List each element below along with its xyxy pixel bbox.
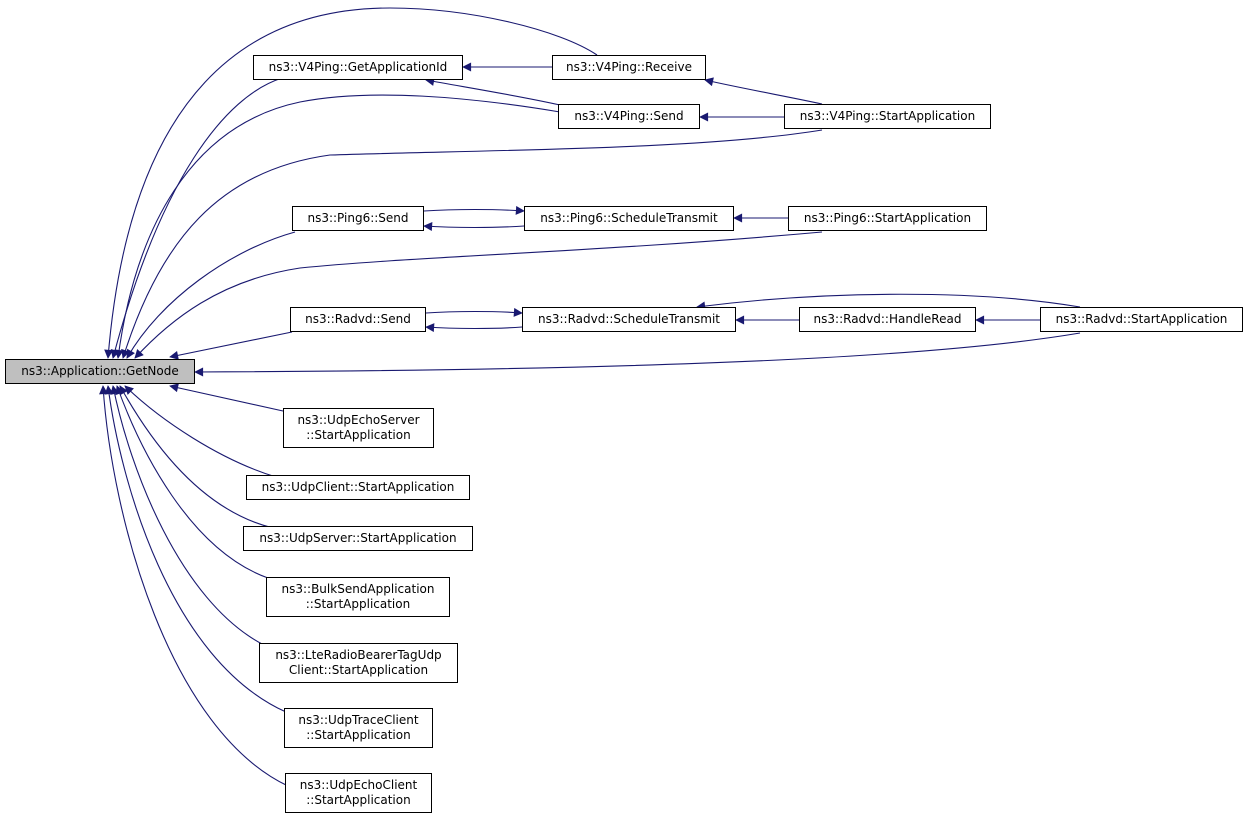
node-label-line-1: ns3::LteRadioBearerTagUdp bbox=[275, 648, 442, 662]
node-label-line-1: ns3::UdpEchoServer bbox=[297, 413, 420, 427]
node-v4ping-startapplication[interactable]: ns3::V4Ping::StartApplication bbox=[784, 104, 991, 129]
edge-radvd-start-to-getnode bbox=[194, 332, 1081, 377]
edge-ping6-sched-to-ping6-send bbox=[423, 222, 525, 232]
node-label: ns3::Ping6::ScheduleTransmit bbox=[540, 211, 718, 225]
node-label: ns3::Application::GetNode bbox=[21, 364, 179, 378]
node-label-line-2: ::StartApplication bbox=[306, 793, 411, 807]
node-label: ns3::V4Ping::StartApplication bbox=[799, 109, 976, 123]
edge-v4-receive-to-getnode bbox=[104, 7, 598, 359]
node-radvd-handleread[interactable]: ns3::Radvd::HandleRead bbox=[799, 307, 976, 332]
edge-v4-start-to-v4-receive bbox=[704, 77, 823, 105]
edge-v4-getappid-to-getnode bbox=[110, 77, 283, 359]
node-label: ns3::Radvd::StartApplication bbox=[1055, 312, 1228, 326]
node-udptraceclient-startapplication[interactable]: ns3::UdpTraceClient::StartApplication bbox=[284, 708, 433, 748]
node-label: ns3::V4Ping::Receive bbox=[565, 60, 693, 74]
node-bulksendapplication-startapplication[interactable]: ns3::BulkSendApplication::StartApplicati… bbox=[266, 577, 450, 617]
edge-v4-send-to-v4-getappid bbox=[425, 77, 561, 106]
edge-udpserver-to-getnode bbox=[119, 385, 274, 529]
edge-radvd-sched-to-radvd-send bbox=[425, 323, 523, 333]
edge-udpecho-server-to-getnode bbox=[169, 383, 284, 412]
edge-ping6-send-to-getnode bbox=[126, 231, 296, 359]
node-label-line-1: ns3::BulkSendApplication bbox=[281, 582, 435, 596]
edge-ping6-start-to-getnode bbox=[134, 231, 823, 359]
node-label: ns3::UdpEchoServer::StartApplication bbox=[297, 413, 419, 443]
edge-ping6-send-to-ping6-sched bbox=[423, 205, 525, 215]
node-v4ping-getapplicationid[interactable]: ns3::V4Ping::GetApplicationId bbox=[253, 55, 463, 80]
node-label: ns3::UdpEchoClient::StartApplication bbox=[300, 778, 417, 808]
node-label-line-2: ::StartApplication bbox=[306, 428, 411, 442]
edge-bulksend-to-getnode bbox=[115, 385, 269, 579]
edge-radvd-send-to-radvd-sched bbox=[425, 307, 523, 317]
node-radvd-send[interactable]: ns3::Radvd::Send bbox=[290, 307, 426, 332]
node-label-line-2: ::StartApplication bbox=[306, 728, 411, 742]
node-label: ns3::Radvd::Send bbox=[305, 312, 411, 326]
edge-udptrace-to-getnode bbox=[104, 385, 287, 713]
node-label-line-2: ::StartApplication bbox=[305, 597, 411, 611]
edge-v4-start-to-getnode bbox=[121, 129, 823, 359]
node-label-line-1: ns3::UdpEchoClient bbox=[299, 778, 418, 792]
node-label: ns3::UdpClient::StartApplication bbox=[261, 480, 455, 494]
node-label: ns3::V4Ping::GetApplicationId bbox=[268, 60, 448, 74]
node-label: ns3::Ping6::StartApplication bbox=[803, 211, 972, 225]
edge-v4-send-to-getnode bbox=[114, 94, 561, 359]
node-udpclient-startapplication[interactable]: ns3::UdpClient::StartApplication bbox=[246, 475, 470, 500]
node-udpserver-startapplication[interactable]: ns3::UdpServer::StartApplication bbox=[243, 526, 473, 551]
node-ping6-startapplication[interactable]: ns3::Ping6::StartApplication bbox=[788, 206, 987, 231]
edge-radvd-start-to-radvd-sched bbox=[696, 293, 1081, 311]
node-label: ns3::V4Ping::Send bbox=[574, 109, 684, 123]
node-ping6-scheduletransmit[interactable]: ns3::Ping6::ScheduleTransmit bbox=[524, 206, 734, 231]
edge-udpclient-to-getnode bbox=[124, 385, 277, 478]
node-label: ns3::UdpServer::StartApplication bbox=[259, 531, 457, 545]
node-label: ns3::Ping6::Send bbox=[307, 211, 409, 225]
node-v4ping-send[interactable]: ns3::V4Ping::Send bbox=[558, 104, 700, 129]
node-ping6-send[interactable]: ns3::Ping6::Send bbox=[292, 206, 424, 231]
node-udpechoclient-startapplication[interactable]: ns3::UdpEchoClient::StartApplication bbox=[285, 773, 432, 813]
node-label: ns3::Radvd::HandleRead bbox=[813, 312, 962, 326]
node-label-line-2: Client::StartApplication bbox=[288, 663, 429, 677]
node-v4ping-receive[interactable]: ns3::V4Ping::Receive bbox=[552, 55, 706, 80]
node-label: ns3::UdpTraceClient::StartApplication bbox=[298, 713, 418, 743]
node-udpechoserver-startapplication[interactable]: ns3::UdpEchoServer::StartApplication bbox=[283, 408, 434, 448]
node-label: ns3::Radvd::ScheduleTransmit bbox=[537, 312, 720, 326]
edge-udpecho-client-to-getnode bbox=[99, 385, 289, 787]
node-radvd-scheduletransmit[interactable]: ns3::Radvd::ScheduleTransmit bbox=[522, 307, 736, 332]
node-label: ns3::BulkSendApplication::StartApplicati… bbox=[282, 582, 435, 612]
edge-lte-to-getnode bbox=[110, 385, 263, 645]
node-radvd-startapplication[interactable]: ns3::Radvd::StartApplication bbox=[1040, 307, 1243, 332]
node-application-getnode[interactable]: ns3::Application::GetNode bbox=[5, 359, 195, 384]
edge-radvd-send-to-getnode bbox=[169, 331, 293, 360]
node-label-line-1: ns3::UdpTraceClient bbox=[298, 713, 419, 727]
